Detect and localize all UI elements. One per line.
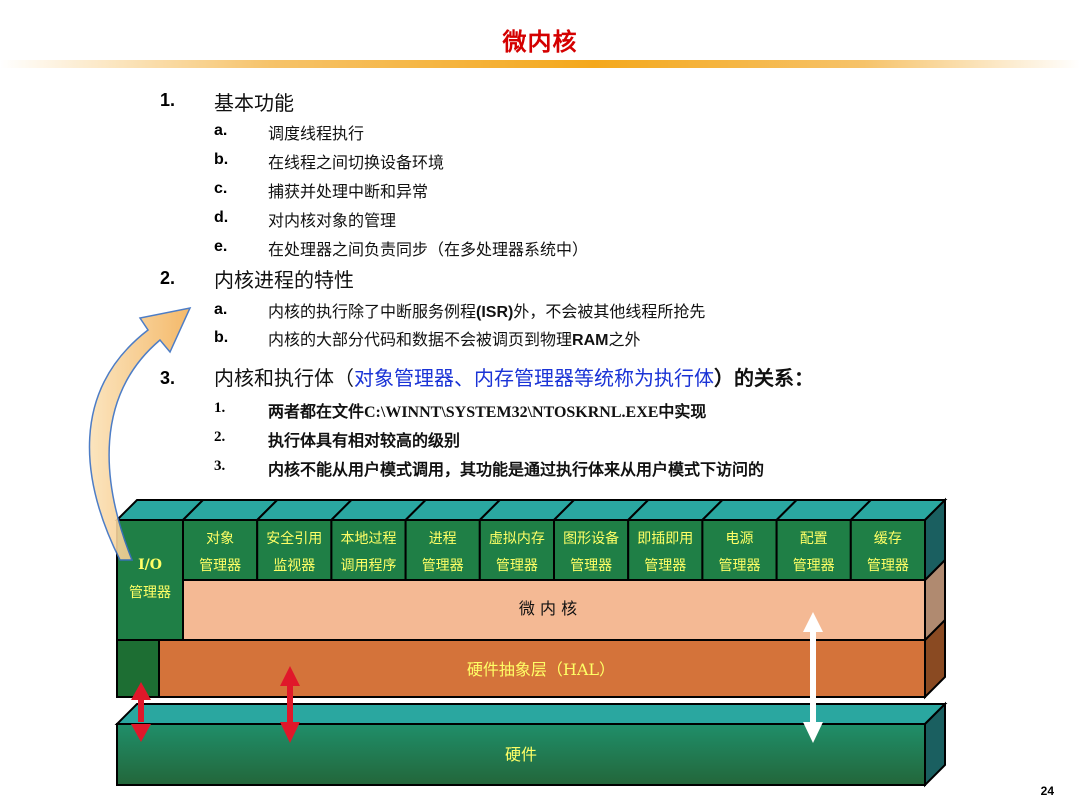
item-3-1-text: 两者都在文件C:\WINNT\SYSTEM32\NTOSKRNL.EXE中实现 <box>268 404 707 421</box>
item-2b-part1: 内核的大部分代码和数据不会被调页到物理 <box>268 330 573 349</box>
manager-label-bottom: 管理器 <box>644 558 686 574</box>
section-2-heading: 内核进程的特性 <box>214 268 354 292</box>
item-1c-text: 捕获并处理中断和异常 <box>268 182 429 201</box>
hal-label: 硬件抽象层（HAL） <box>467 660 615 679</box>
io-label-line2: 管理器 <box>129 585 171 601</box>
arrow-io-to-hardware <box>131 682 151 742</box>
manager-label-top: 配置 <box>800 531 828 547</box>
manager-label-top: 本地过程 <box>341 531 397 547</box>
item-1a-label: a. <box>214 122 228 139</box>
page-title: 微内核 <box>502 28 578 56</box>
item-2b-label: b. <box>214 329 229 346</box>
io-label-line1: I/O <box>138 557 162 573</box>
item-3-2-label: 2. <box>214 429 226 445</box>
hardware-label: 硬件 <box>505 745 537 764</box>
manager-label-top: 进程 <box>429 531 457 547</box>
hal-layer: 硬件抽象层（HAL） <box>116 617 946 700</box>
microkernel-label: 微 内 核 <box>519 599 577 618</box>
item-1c-label: c. <box>214 180 228 197</box>
page-number: 24 <box>1040 784 1054 798</box>
manager-label-bottom: 管理器 <box>199 558 241 574</box>
item-2a-part3: 外，不会被其他线程所抢先 <box>513 302 706 321</box>
manager-label-top: 虚拟内存 <box>489 531 545 547</box>
item-1d-label: d. <box>214 209 229 226</box>
manager-label-bottom: 管理器 <box>719 558 761 574</box>
section-1-number: 1. <box>160 90 176 110</box>
item-3-1-label: 1. <box>214 400 226 416</box>
section-3-heading-pre: 内核和执行体（ <box>214 366 354 390</box>
manager-label-top: 对象 <box>206 531 234 547</box>
item-2a-text: 内核的执行除了中断服务例程(ISR)外，不会被其他线程所抢先 <box>268 298 705 322</box>
title-underline <box>0 60 1080 68</box>
item-1e-text: 在处理器之间负责同步（在多处理器系统中） <box>268 240 589 259</box>
manager-label-top: 即插即用 <box>637 531 693 547</box>
arrow-hal-to-hardware <box>280 666 300 743</box>
manager-label-top: 安全引用 <box>266 530 322 547</box>
manager-label-bottom: 调用程序 <box>341 558 397 574</box>
manager-label-bottom: 管理器 <box>496 558 538 574</box>
item-1b-text: 在线程之间切换设备环境 <box>268 153 445 172</box>
section-3-heading-post: ）的关系： <box>714 366 814 390</box>
hardware-layer: 硬件 <box>114 701 948 788</box>
item-2a-part2: (ISR) <box>476 304 514 321</box>
item-1d-text: 对内核对象的管理 <box>268 211 397 230</box>
item-3-3-text: 内核不能从用户模式调用，其功能是通过执行体来从用户模式下访问的 <box>268 460 765 479</box>
item-1e-label: e. <box>214 238 228 255</box>
io-manager-block: I/O 管理器 <box>114 499 206 641</box>
item-2b-part3: 之外 <box>608 330 641 349</box>
section-1-heading: 基本功能 <box>214 91 294 115</box>
manager-box: 对象管理器 <box>180 499 280 581</box>
curved-arrow-to-section-2 <box>88 306 192 561</box>
section-3-heading-blue: 对象管理器、内存管理器等统称为执行体 <box>354 366 714 390</box>
item-1b-label: b. <box>214 151 229 168</box>
manager-label-top: 电源 <box>726 531 754 547</box>
section-2-number: 2. <box>160 268 176 288</box>
microkernel-layer: 微 内 核 <box>181 557 946 643</box>
item-2a-part1: 内核的执行除了中断服务例程 <box>268 302 477 321</box>
arrow-kernel-to-hardware <box>803 612 823 743</box>
executive-managers-row: 对象管理器安全引用监视器本地过程调用程序进程管理器虚拟内存管理器图形设备管理器即… <box>180 497 948 583</box>
item-3-2-text: 执行体具有相对较高的级别 <box>268 431 461 450</box>
manager-label-top: 图形设备 <box>563 530 619 547</box>
section-3-heading: 内核和执行体（对象管理器、内存管理器等统称为执行体）的关系： <box>214 362 814 391</box>
item-3-3-label: 3. <box>214 458 226 474</box>
manager-label-bottom: 管理器 <box>793 558 835 574</box>
manager-label-bottom: 管理器 <box>422 558 464 574</box>
item-1a-text: 调度线程执行 <box>268 124 365 143</box>
manager-label-bottom: 监视器 <box>273 558 315 574</box>
manager-label-bottom: 管理器 <box>867 558 909 574</box>
manager-label-top: 缓存 <box>874 531 902 547</box>
item-2b-text: 内核的大部分代码和数据不会被调页到物理RAM之外 <box>268 326 640 350</box>
item-2a-label: a. <box>214 301 228 318</box>
item-2b-part2: RAM <box>572 332 609 349</box>
section-3-number: 3. <box>160 368 176 388</box>
manager-label-bottom: 管理器 <box>570 558 612 574</box>
